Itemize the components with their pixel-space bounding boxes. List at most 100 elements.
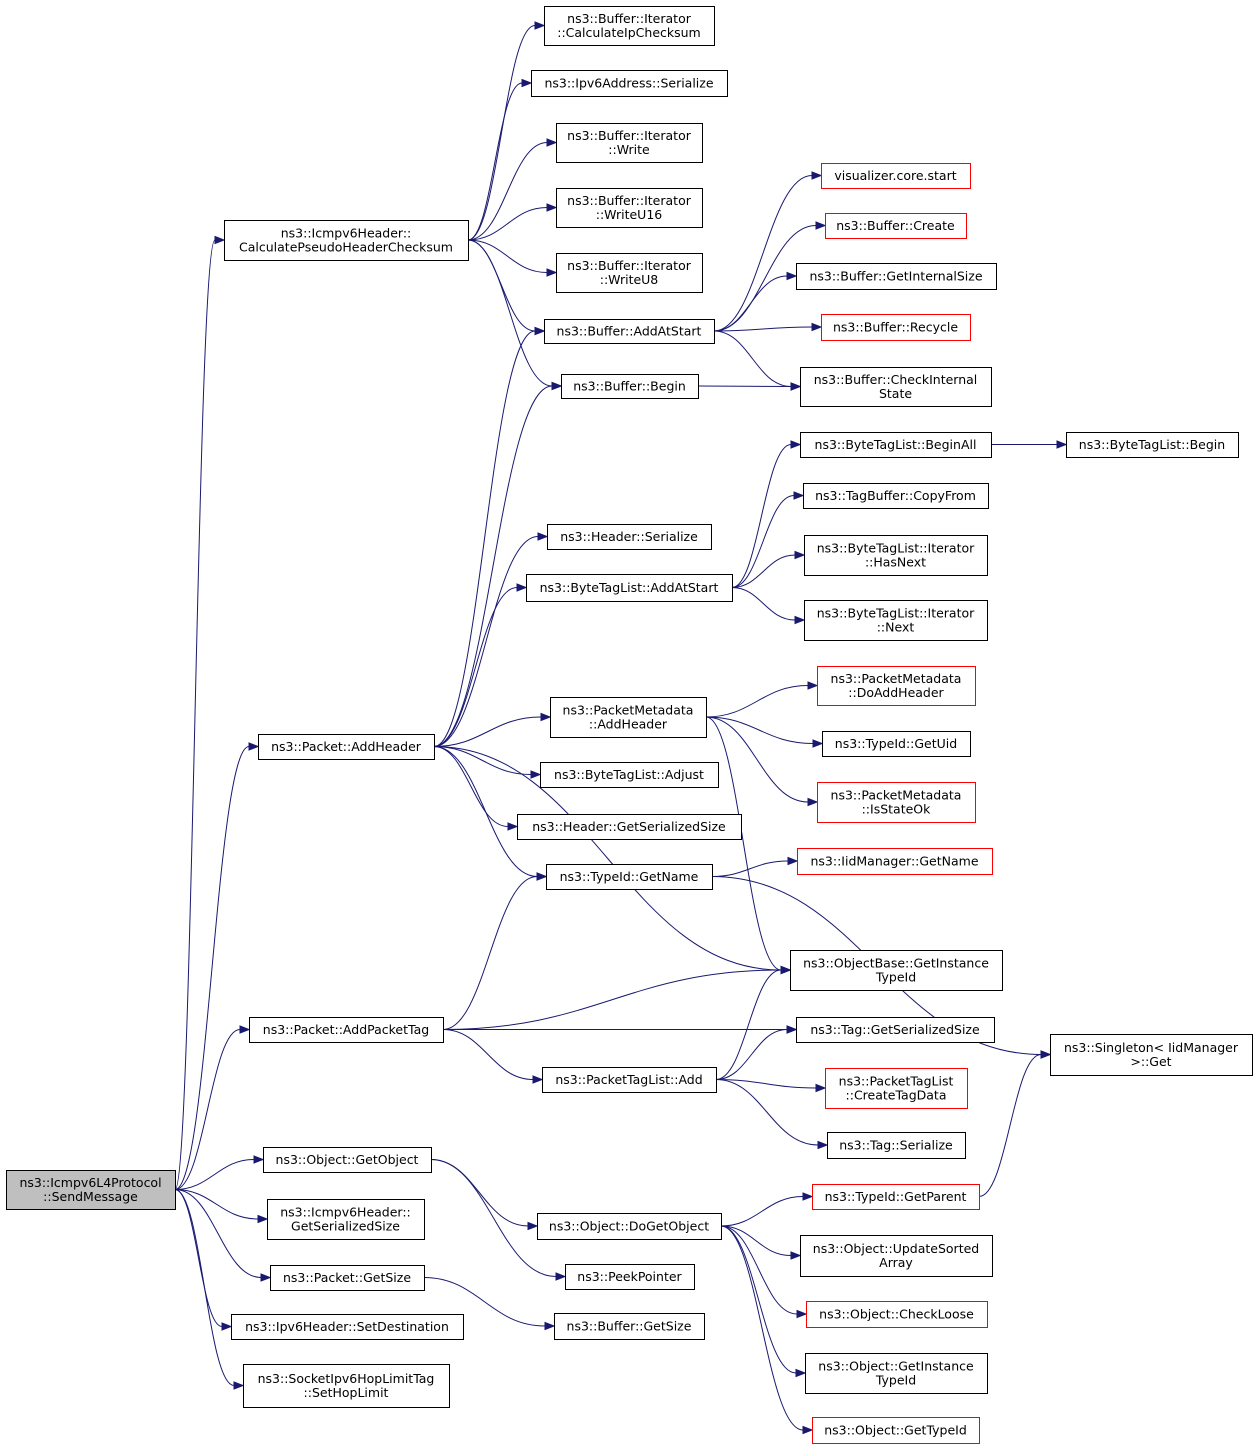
node-label: ns3::Packet::AddPacketTag	[263, 1022, 429, 1037]
node-calcip[interactable]: ns3::Buffer::Iterator::CalculateIpChecks…	[544, 6, 715, 46]
node-copyfrom[interactable]: ns3::TagBuffer::CopyFrom	[803, 483, 989, 509]
node-tidname[interactable]: ns3::TypeId::GetName	[546, 864, 713, 890]
node-next[interactable]: ns3::ByteTagList::Iterator::Next	[804, 600, 988, 641]
arrowhead-root-to-getobject	[253, 1155, 265, 1164]
arrowhead-pktaddtag-to-ptladd	[532, 1075, 544, 1084]
node-root[interactable]: ns3::Icmpv6L4Protocol::SendMessage	[6, 1170, 176, 1210]
node-box	[1066, 432, 1239, 458]
node-icmpsize[interactable]: ns3::Icmpv6Header::GetSerializedSize	[267, 1199, 425, 1240]
node-pktaddtag[interactable]: ns3::Packet::AddPacketTag	[249, 1017, 444, 1043]
node-label: ns3::Object::UpdateSorted	[813, 1241, 979, 1256]
node-box	[804, 600, 988, 641]
node-box	[817, 782, 976, 823]
edge-pmaddhdr-to-obinst	[705, 716, 782, 971]
edge-ptladd-to-createtag	[715, 1079, 817, 1089]
edge-pktaddhdr-to-obinst	[433, 746, 782, 971]
arrowhead-calcpseudo-to-write	[546, 138, 558, 147]
node-label: ns3::TypeId::GetUid	[835, 736, 957, 751]
node-pktgetsize[interactable]: ns3::Packet::GetSize	[270, 1265, 425, 1291]
node-label: ::WriteU16	[596, 207, 663, 222]
node-hdrser[interactable]: ns3::Header::Serialize	[547, 524, 712, 550]
edge-pktaddtag-to-tidname	[442, 876, 538, 1030]
node-write[interactable]: ns3::Buffer::Iterator::Write	[556, 123, 703, 163]
node-doaddhdr[interactable]: ns3::PacketMetadata::DoAddHeader	[817, 666, 976, 706]
node-getobject[interactable]: ns3::Object::GetObject	[263, 1147, 432, 1173]
node-checkloose[interactable]: ns3::Object::CheckLoose	[806, 1301, 988, 1328]
node-ptladd[interactable]: ns3::PacketTagList::Add	[542, 1067, 717, 1093]
node-label: ::Next	[877, 620, 915, 635]
node-label: ns3::PeekPointer	[577, 1269, 682, 1284]
edge-pktgetsize-to-bufgetsize	[423, 1277, 546, 1327]
arrowhead-pktaddhdr-to-bufbegin	[551, 381, 563, 391]
node-pmaddhdr[interactable]: ns3::PacketMetadata::AddHeader	[550, 697, 707, 738]
node-vizstart[interactable]: visualizer.core.start	[821, 163, 971, 189]
node-tagser[interactable]: ns3::Tag::Serialize	[827, 1132, 966, 1159]
node-box	[258, 734, 435, 760]
arrowhead-pktgetsize-to-bufgetsize	[544, 1321, 556, 1331]
node-getinternal[interactable]: ns3::Buffer::GetInternalSize	[796, 263, 997, 290]
arrowhead-calcpseudo-to-calcip	[534, 21, 546, 30]
node-box	[821, 314, 971, 341]
node-getparent[interactable]: ns3::TypeId::GetParent	[812, 1184, 980, 1210]
arrowhead-ptladd-to-createtag	[815, 1083, 827, 1093]
edge-btladd-to-begall	[731, 444, 792, 588]
edge-dogetobj-to-getparent	[720, 1196, 804, 1227]
node-box	[550, 697, 707, 738]
node-getuid[interactable]: ns3::TypeId::GetUid	[822, 731, 971, 757]
node-writeu16[interactable]: ns3::Buffer::Iterator::WriteU16	[556, 188, 703, 228]
node-box	[803, 483, 989, 509]
node-calcpseudo[interactable]: ns3::Icmpv6Header::CalculatePseudoHeader…	[224, 220, 469, 261]
node-label: ns3::ObjectBase::GetInstance	[803, 956, 989, 971]
node-box	[531, 70, 728, 97]
node-box	[827, 1132, 966, 1159]
node-recycle[interactable]: ns3::Buffer::Recycle	[821, 314, 971, 341]
node-isstateok[interactable]: ns3::PacketMetadata::IsStateOk	[817, 782, 976, 823]
node-hdrsize[interactable]: ns3::Header::GetSerializedSize	[517, 814, 742, 840]
node-writeu8[interactable]: ns3::Buffer::Iterator::WriteU8	[556, 253, 703, 293]
node-btlbegin[interactable]: ns3::ByteTagList::Begin	[1066, 432, 1239, 458]
node-begall[interactable]: ns3::ByteTagList::BeginAll	[800, 432, 992, 458]
arrowhead-btladd-to-copyfrom	[793, 491, 805, 500]
edge-pktaddhdr-to-bufbegin	[433, 385, 553, 747]
arrowhead-pktaddhdr-to-adjust	[530, 770, 542, 779]
edge-calcpseudo-to-writeu16	[467, 207, 548, 241]
node-gettypeid[interactable]: ns3::Object::GetTypeId	[812, 1417, 980, 1444]
node-adjust[interactable]: ns3::ByteTagList::Adjust	[540, 762, 719, 788]
node-label: ::CreateTagData	[846, 1088, 947, 1103]
node-iidname[interactable]: ns3::IidManager::GetName	[797, 848, 993, 875]
node-label: ns3::Buffer::Begin	[573, 379, 686, 394]
node-box	[800, 1235, 993, 1277]
edge-pktaddhdr-to-btladd	[433, 587, 518, 747]
node-dogetobj[interactable]: ns3::Object::DoGetObject	[537, 1213, 722, 1240]
node-pktaddhdr[interactable]: ns3::Packet::AddHeader	[258, 734, 435, 760]
node-label: GetSerializedSize	[291, 1219, 400, 1234]
node-hasnext[interactable]: ns3::ByteTagList::Iterator::HasNext	[804, 535, 988, 576]
node-tagsize[interactable]: ns3::Tag::GetSerializedSize	[796, 1017, 995, 1043]
node-label: ns3::Packet::GetSize	[283, 1270, 411, 1285]
node-sethop[interactable]: ns3::SocketIpv6HopLimitTag::SetHopLimit	[243, 1364, 450, 1408]
edge-dogetobj-to-updsorted	[720, 1225, 792, 1256]
node-singleton[interactable]: ns3::Singleton< IidManager>::Get	[1050, 1034, 1253, 1076]
node-btladd[interactable]: ns3::ByteTagList::AddAtStart	[526, 574, 733, 602]
node-bufbegin[interactable]: ns3::Buffer::Begin	[561, 374, 699, 399]
arrowhead-addatstart-to-bufcreate	[815, 221, 827, 230]
arrowhead-pktaddhdr-to-hdrsize	[507, 822, 519, 831]
node-label: >::Get	[1130, 1054, 1171, 1069]
node-ipv6ser[interactable]: ns3::Ipv6Address::Serialize	[531, 70, 728, 97]
node-box	[224, 220, 469, 261]
node-addatstart[interactable]: ns3::Buffer::AddAtStart	[544, 319, 715, 344]
node-setdest[interactable]: ns3::Ipv6Header::SetDestination	[231, 1314, 464, 1340]
edge-getobject-to-dogetobj	[430, 1159, 529, 1227]
node-box	[547, 524, 712, 550]
edge-pmaddhdr-to-getuid	[705, 716, 814, 744]
node-createtag[interactable]: ns3::PacketTagList::CreateTagData	[825, 1068, 968, 1109]
node-bufgetsize[interactable]: ns3::Buffer::GetSize	[554, 1313, 705, 1340]
node-peekptr[interactable]: ns3::PeekPointer	[565, 1264, 695, 1290]
node-box	[6, 1170, 176, 1210]
node-bufcreate[interactable]: ns3::Buffer::Create	[825, 213, 967, 239]
